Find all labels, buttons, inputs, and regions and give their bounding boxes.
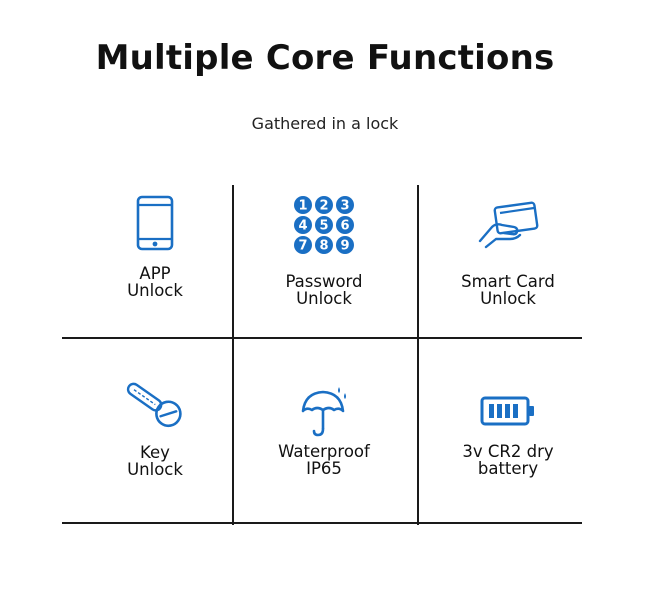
feature-label: Key Unlock [127,443,183,479]
feature-smart-card-unlock: Smart Card Unlock [418,195,598,308]
keypad-digit-9: 9 [336,236,354,254]
grid-line-horizontal-middle [62,337,582,339]
card-in-hand-icon [478,201,539,249]
keypad-digit-5: 5 [315,216,333,234]
grid-line-horizontal-bottom [62,522,582,524]
umbrella-icon [301,387,346,437]
feature-label: Waterproof IP65 [278,442,370,478]
feature-key-unlock: Key Unlock [65,380,245,490]
svg-text:8: 8 [319,239,328,254]
svg-text:3: 3 [340,199,349,214]
keypad-digit-7: 7 [294,236,312,254]
feature-waterproof: Waterproof IP65 [234,385,414,495]
keypad-digit-1: 1 [294,196,312,214]
feature-label: Password Unlock [285,272,363,308]
keypad-digit-2: 2 [315,196,333,214]
keypad-digit-6: 6 [336,216,354,234]
keypad-digit-4: 4 [294,216,312,234]
feature-label: APP Unlock [127,264,183,300]
page-title: Multiple Core Functions [95,38,555,78]
grid-line-vertical-left [232,185,234,525]
svg-text:9: 9 [340,239,349,254]
svg-text:4: 4 [298,219,307,234]
key-icon [126,382,182,428]
keypad-digit-8: 8 [315,236,333,254]
battery-icon [480,396,534,426]
svg-text:1: 1 [298,199,307,214]
grid-line-vertical-right [417,185,419,525]
smartphone-icon [136,195,174,251]
svg-text:6: 6 [340,219,349,234]
keypad-digit-3: 3 [336,196,354,214]
svg-text:7: 7 [298,239,307,254]
feature-label: 3v CR2 dry battery [462,442,554,478]
svg-text:2: 2 [319,199,328,214]
feature-app-unlock: APP Unlock [65,195,245,305]
feature-battery: 3v CR2 dry battery [418,395,598,505]
page-subtitle: Gathered in a lock [251,114,399,133]
feature-label: Smart Card Unlock [461,272,555,308]
svg-text:5: 5 [319,219,328,234]
